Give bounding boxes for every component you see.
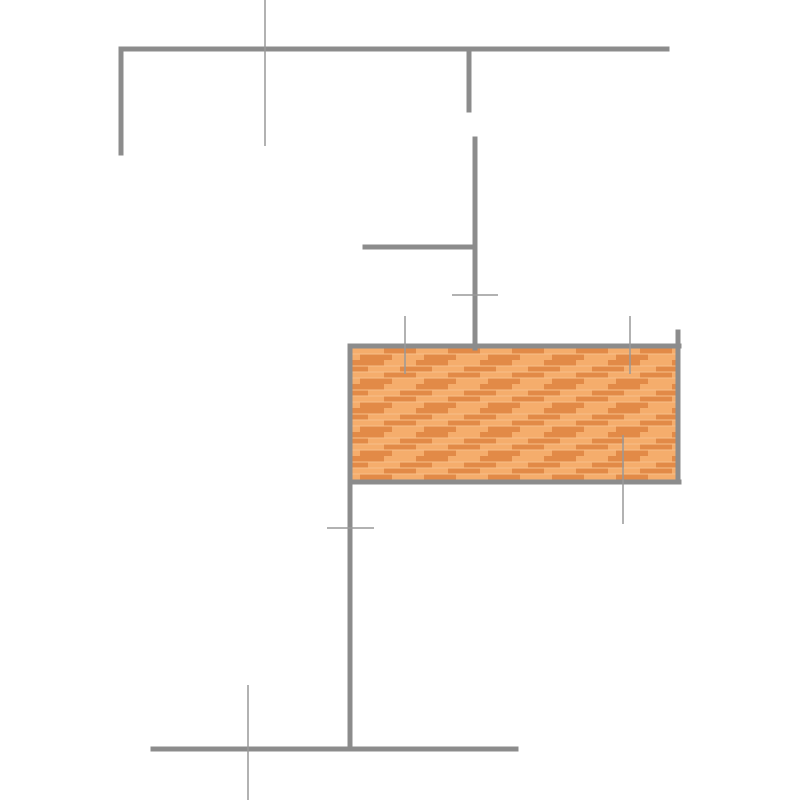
room-floor xyxy=(352,348,678,480)
thin-lines xyxy=(247,0,631,800)
wood-floor-area xyxy=(352,348,678,480)
